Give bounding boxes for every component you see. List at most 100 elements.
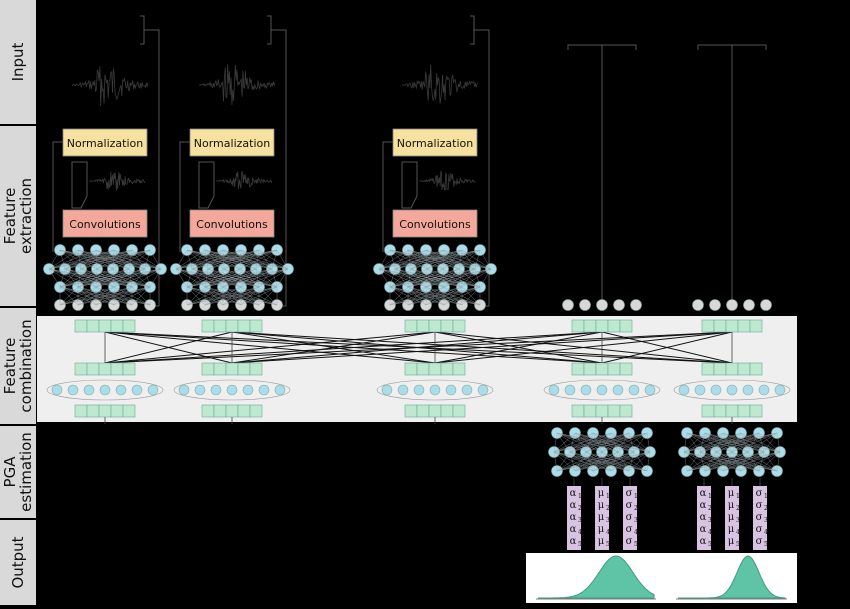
layer-connection <box>239 249 260 270</box>
dense-unit <box>86 319 100 333</box>
dense-unit <box>725 362 739 376</box>
layer-connection <box>461 268 476 288</box>
layer-connection <box>722 451 781 472</box>
layer-connection <box>80 268 97 288</box>
norm-connector <box>382 141 393 252</box>
sigma-symbol: σ <box>756 512 763 523</box>
cross-link <box>434 331 603 364</box>
layer-connection <box>731 451 778 472</box>
layer-connection <box>240 268 257 288</box>
layer-connection <box>731 432 760 453</box>
layer-connection <box>410 268 481 288</box>
param-index: 4 <box>764 529 768 536</box>
layer-connection <box>683 432 778 453</box>
layer-connection <box>731 451 760 472</box>
neural-layers <box>43 244 791 477</box>
layer-connection <box>191 268 242 288</box>
param-index: 3 <box>764 517 768 524</box>
layer-connection <box>80 268 151 288</box>
layer-connection <box>113 249 130 270</box>
dense-unit <box>713 319 727 333</box>
dense-unit <box>713 404 727 418</box>
layer-connection <box>686 451 701 472</box>
layer-connection <box>204 268 257 288</box>
param-index: 4 <box>708 529 712 536</box>
layer-connection <box>758 432 765 453</box>
layer-connection <box>763 451 778 472</box>
dense-unit <box>737 404 751 418</box>
layer-connection <box>553 451 648 472</box>
layer-connection <box>258 268 289 288</box>
mu-symbol: μ <box>728 524 735 535</box>
sigma-symbol: σ <box>756 488 763 499</box>
layer-connection <box>204 249 241 270</box>
param-index: 5 <box>578 541 582 548</box>
layer-connection <box>59 286 151 306</box>
layer-connection <box>48 249 115 270</box>
layer-connection <box>204 249 257 270</box>
layer-connection <box>410 268 427 288</box>
layer-connection <box>59 249 146 270</box>
layer-connection <box>175 249 242 270</box>
layer-connection <box>410 249 481 270</box>
layer-connection <box>175 249 224 270</box>
layer-connection <box>553 432 648 453</box>
layer-connection <box>610 451 619 472</box>
layer-connection <box>731 432 742 453</box>
normalization-arrow-icon <box>401 161 418 209</box>
param-index: 2 <box>634 505 638 512</box>
layer-connection <box>569 432 648 453</box>
dense-unit <box>452 319 466 333</box>
layer-connection <box>48 268 133 288</box>
neuron <box>564 384 576 396</box>
layer-connection <box>191 268 260 288</box>
layer-connection <box>240 249 273 270</box>
layer-connection <box>474 249 481 270</box>
layer-connection <box>77 249 146 270</box>
layer-connection <box>569 432 612 453</box>
dense-unit <box>201 404 215 418</box>
layer-connection <box>77 249 98 270</box>
layer-connection <box>59 268 146 288</box>
layer-connection <box>704 432 765 453</box>
layer-connection <box>553 451 630 472</box>
layer-connection <box>722 432 733 453</box>
layer-connection <box>48 249 79 270</box>
alpha-symbol: α <box>570 488 577 499</box>
layer-connection <box>556 451 651 472</box>
mu-symbol: μ <box>728 536 735 547</box>
dense-unit <box>201 319 215 333</box>
dense-unit <box>583 319 597 333</box>
layer-connection <box>407 249 428 270</box>
layer-connection <box>686 451 733 472</box>
layer-connection <box>601 432 630 453</box>
layer-connection <box>407 249 460 270</box>
layer-connection <box>569 432 630 453</box>
layer-connection <box>574 432 587 453</box>
layer-connection <box>96 268 115 288</box>
layer-connection <box>186 249 225 270</box>
neuron <box>758 384 770 396</box>
layer-connection <box>64 268 151 288</box>
dense-unit <box>428 319 442 333</box>
layer-connection <box>204 286 278 306</box>
row-label-cell <box>0 126 36 306</box>
layer-connection <box>95 249 130 270</box>
neuron <box>147 384 159 396</box>
layer-connection <box>601 451 648 472</box>
neuron <box>131 384 143 396</box>
layer-connection <box>95 268 130 288</box>
neuron <box>742 384 754 396</box>
mu-symbol: μ <box>598 500 605 511</box>
layer-connection <box>64 249 115 270</box>
layer-connection <box>389 286 427 306</box>
layer-connection <box>186 268 193 288</box>
layer-connection <box>258 268 273 288</box>
layer-connection <box>722 432 765 453</box>
param-column <box>725 486 739 550</box>
layer-connection <box>186 268 225 288</box>
layer-connection <box>258 249 289 270</box>
neuron <box>630 299 642 311</box>
layer-connection <box>80 249 115 270</box>
layer-connection <box>592 451 651 472</box>
